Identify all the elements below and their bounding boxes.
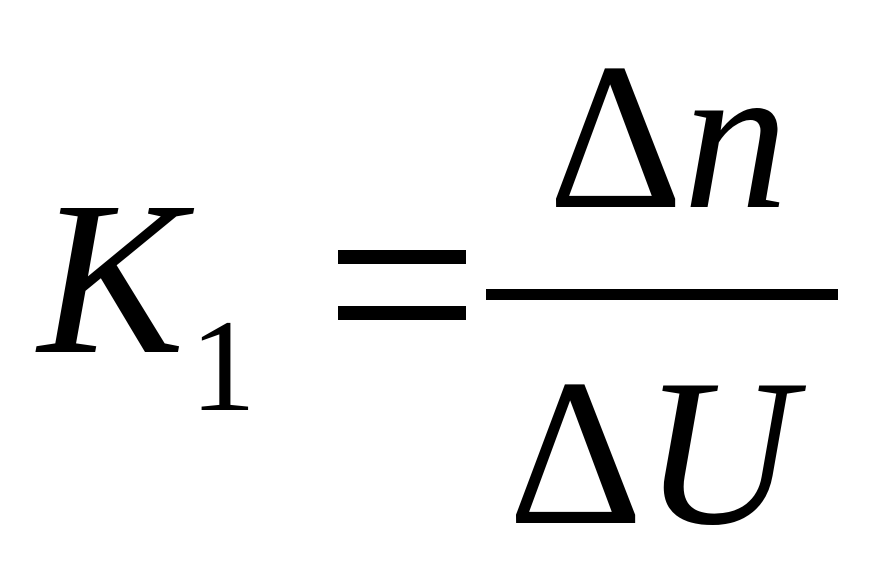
denominator-delta: Δ xyxy=(508,337,644,569)
fraction-bar xyxy=(486,289,838,300)
equals-bottom-bar xyxy=(338,306,466,320)
numerator: Δn xyxy=(548,32,788,242)
lhs-symbol: K xyxy=(38,156,185,400)
denominator: ΔU xyxy=(508,348,795,558)
numerator-variable: n xyxy=(683,21,789,253)
equals-top-bar xyxy=(338,250,466,264)
numerator-delta: Δ xyxy=(548,21,684,253)
denominator-variable: U xyxy=(643,337,795,569)
lhs-subscript: 1 xyxy=(190,292,256,439)
